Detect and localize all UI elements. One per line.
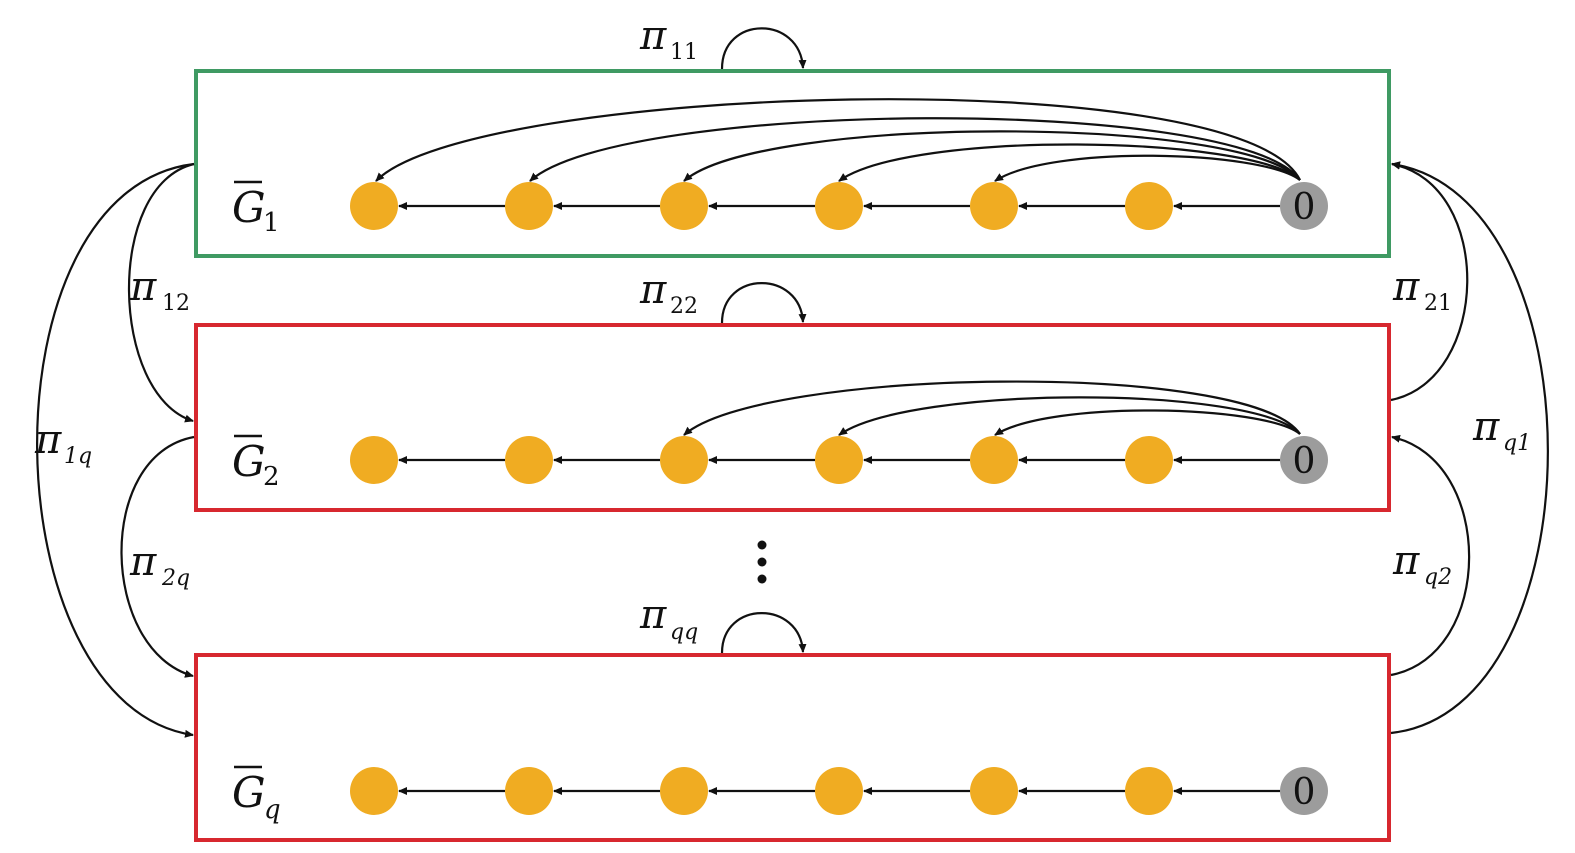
vertical-ellipsis xyxy=(757,540,767,584)
state-node xyxy=(505,182,553,230)
svg-text:π: π xyxy=(1392,538,1420,584)
self-loop-22: π 22 xyxy=(639,267,807,324)
svg-text:G: G xyxy=(232,768,266,817)
root-node-label: 0 xyxy=(1293,772,1316,813)
svg-text:12: 12 xyxy=(162,291,190,316)
svg-text:π: π xyxy=(1472,404,1500,450)
state-node xyxy=(660,182,708,230)
svg-text:π: π xyxy=(639,13,667,59)
svg-text:11: 11 xyxy=(670,40,698,65)
svg-text:G: G xyxy=(232,183,266,232)
state-node xyxy=(970,436,1018,484)
state-node xyxy=(1125,767,1173,815)
state-node xyxy=(970,182,1018,230)
svg-text:π: π xyxy=(639,267,667,313)
state-node xyxy=(505,436,553,484)
chain-gq: 0 xyxy=(350,767,1328,815)
box-label-g1: G 1 xyxy=(232,180,280,238)
graph-box-gq xyxy=(194,653,1391,842)
skip-arcs-g2 xyxy=(683,380,1301,436)
svg-text:q: q xyxy=(264,795,281,825)
state-node xyxy=(350,182,398,230)
svg-text:2: 2 xyxy=(263,462,280,492)
transition-2q: π 2q xyxy=(120,435,195,678)
box-label-gq: G q xyxy=(232,765,281,825)
graph-box-g1 xyxy=(194,69,1391,258)
svg-text:q2: q2 xyxy=(1424,565,1452,590)
svg-text:22: 22 xyxy=(670,294,698,319)
self-loop-qq: π qq xyxy=(639,592,807,654)
transition-q1: π q1 xyxy=(1390,161,1549,735)
state-node xyxy=(815,182,863,230)
root-node xyxy=(1280,767,1328,815)
state-node xyxy=(970,767,1018,815)
root-node-label: 0 xyxy=(1293,187,1316,228)
svg-text:G: G xyxy=(232,437,266,486)
svg-text:2q: 2q xyxy=(161,566,190,591)
state-node xyxy=(815,767,863,815)
graph-box-g2 xyxy=(194,323,1391,512)
transition-1q: π 1q xyxy=(34,162,195,738)
state-node xyxy=(350,767,398,815)
root-node-label: 0 xyxy=(1293,441,1316,482)
box-label-g2: G 2 xyxy=(232,434,280,492)
svg-text:π: π xyxy=(1392,264,1420,310)
state-node xyxy=(1125,182,1173,230)
chains: 0 0 0 xyxy=(350,182,1328,815)
skip-arcs-g1 xyxy=(375,98,1301,182)
state-node xyxy=(505,767,553,815)
svg-text:1: 1 xyxy=(263,208,280,238)
svg-text:π: π xyxy=(129,264,157,310)
chain-g1: 0 xyxy=(350,182,1328,230)
svg-text:1q: 1q xyxy=(64,444,92,469)
state-node xyxy=(350,436,398,484)
state-node xyxy=(1125,436,1173,484)
svg-text:qq: qq xyxy=(670,620,698,645)
svg-text:π: π xyxy=(34,417,62,463)
transition-q2: π q2 xyxy=(1390,434,1471,677)
root-node xyxy=(1280,182,1328,230)
svg-text:21: 21 xyxy=(1424,291,1452,316)
state-node xyxy=(660,436,708,484)
state-node xyxy=(660,767,708,815)
svg-text:q1: q1 xyxy=(1503,431,1531,456)
state-node xyxy=(815,436,863,484)
transition-12: π 12 xyxy=(127,162,195,423)
self-loop-11: π 11 xyxy=(639,13,807,70)
root-node xyxy=(1280,436,1328,484)
svg-text:π: π xyxy=(129,539,157,585)
svg-text:π: π xyxy=(639,592,667,638)
chain-g2: 0 xyxy=(350,436,1328,484)
transition-21: π 21 xyxy=(1390,161,1469,402)
